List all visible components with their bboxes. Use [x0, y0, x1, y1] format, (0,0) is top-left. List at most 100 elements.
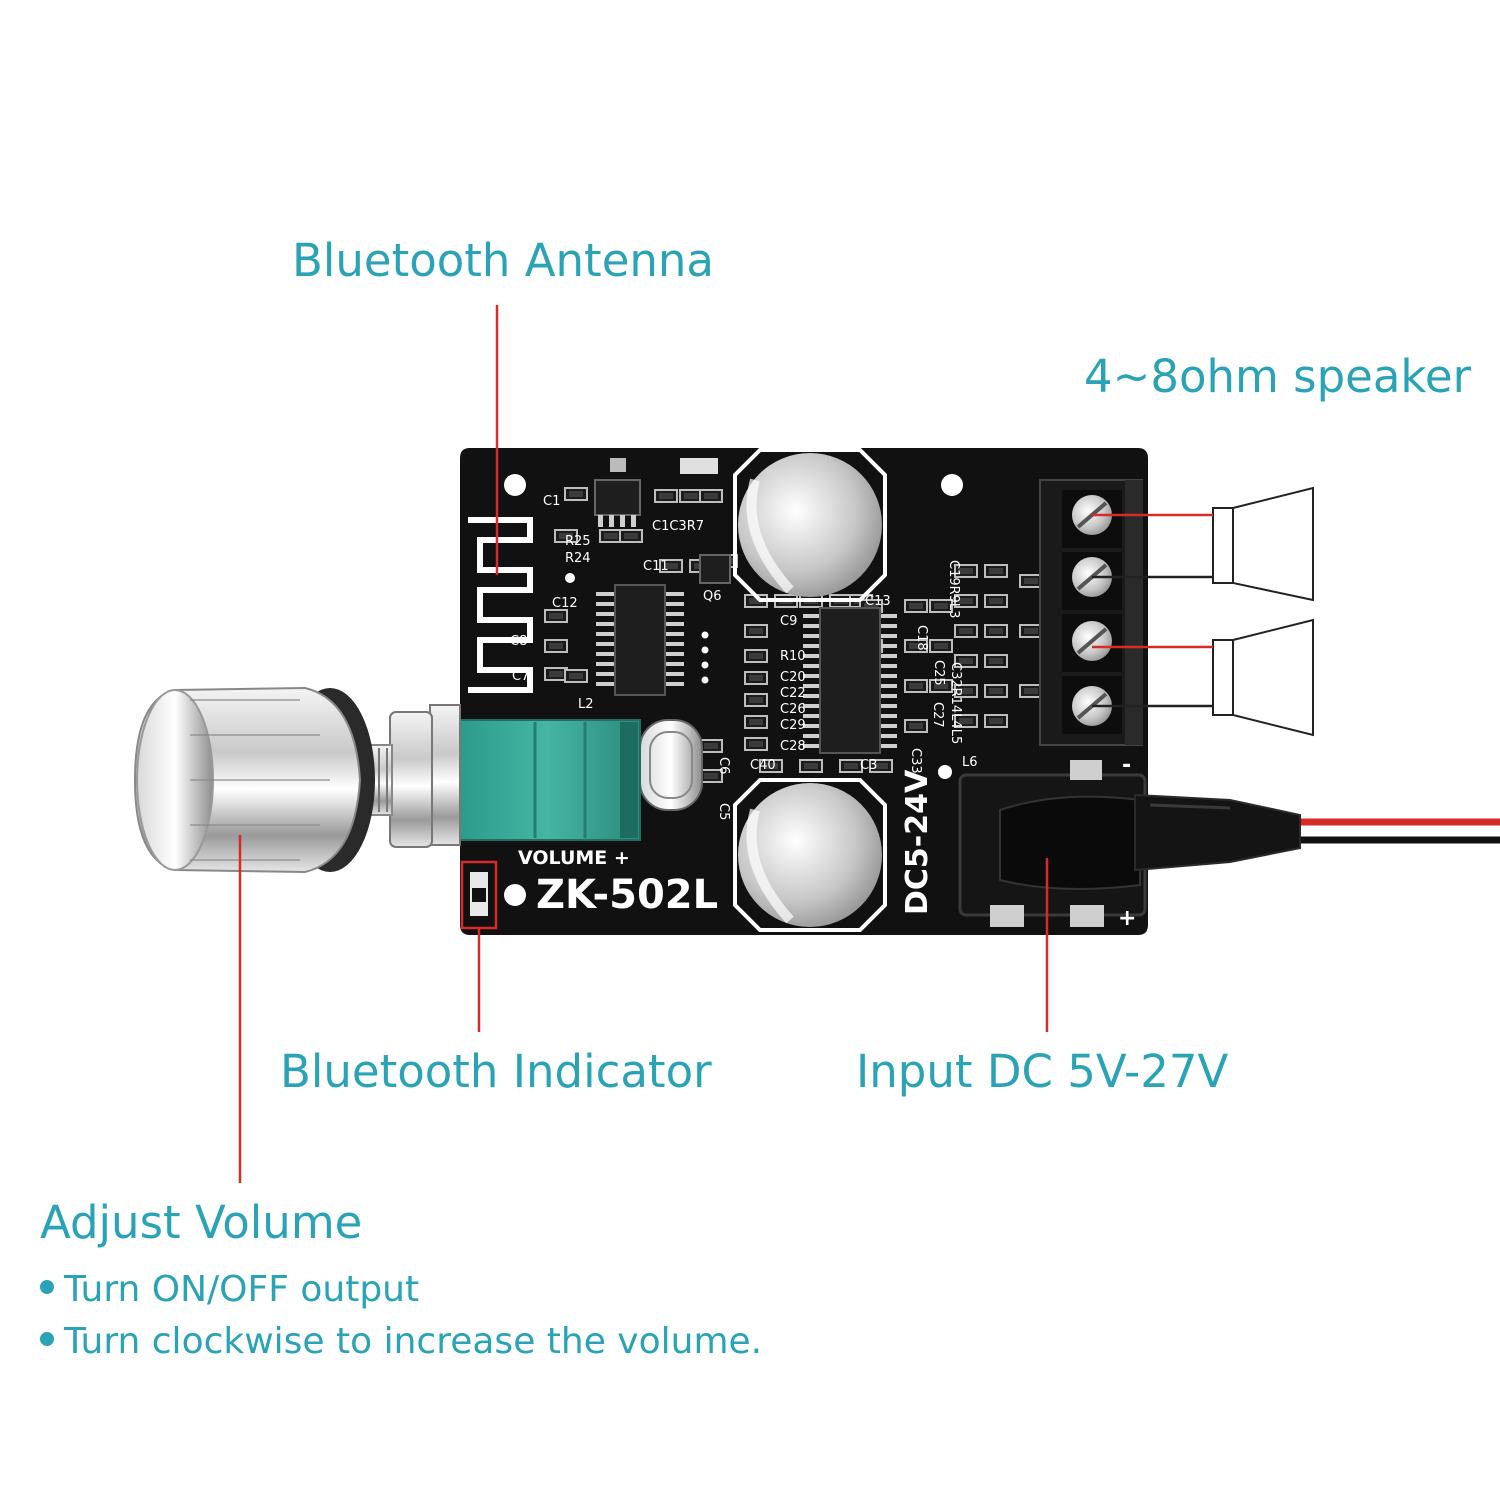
test-point: [701, 661, 709, 669]
component-label: C22: [780, 686, 806, 701]
smd-part: [929, 679, 953, 693]
pointer-lines: [238, 305, 1049, 1183]
smd-part: [1019, 684, 1043, 698]
component-label: R25: [565, 534, 591, 549]
smd-part: [984, 564, 1008, 578]
smd-part: [1019, 574, 1043, 588]
component-label: C28: [780, 739, 806, 754]
bullet-dot-icon: [40, 1332, 54, 1346]
volume-instructions: Turn ON/OFF output Turn clockwise to inc…: [40, 1264, 762, 1368]
component-label: C6: [716, 757, 731, 774]
terminal-screw-icon: [1062, 614, 1122, 672]
component-labels: C1C1C3R7R25R24C11Q6C12C8C7L2C6C5C13C9C18…: [510, 494, 978, 820]
mounting-hole: [565, 573, 575, 583]
component-label: C40: [750, 758, 776, 773]
bluetooth-indicator-label: Bluetooth Indicator: [280, 1045, 712, 1098]
volume-potentiometer: [349, 704, 641, 848]
smd-part: [954, 594, 978, 608]
smd-part: [954, 624, 978, 638]
test-point: [701, 646, 709, 654]
component-label: C20: [780, 670, 806, 685]
smd-part: [984, 624, 1008, 638]
smd-part: [654, 489, 678, 503]
component-label: C7: [512, 669, 529, 684]
component-label: C3: [860, 758, 877, 773]
smd-part: [1019, 624, 1043, 638]
volume-knob: [133, 686, 375, 874]
smd-part: [904, 639, 928, 653]
component-label: C11: [643, 559, 669, 574]
bullet-item: Turn ON/OFF output: [40, 1264, 762, 1316]
component-label: C29: [780, 718, 806, 733]
adjust-volume-label: Adjust Volume: [40, 1196, 363, 1249]
speaker-terminal-block: [1039, 479, 1143, 746]
speaker-label: 4~8ohm speaker: [1084, 350, 1472, 403]
smd-part: [544, 639, 568, 653]
component-label: C12: [552, 596, 578, 611]
smd-part: [904, 719, 928, 733]
component-label: C13: [865, 594, 891, 609]
smd-part: [954, 654, 978, 668]
dc-power-jack: [958, 760, 1147, 927]
input-dc-label: Input DC 5V-27V: [856, 1045, 1229, 1098]
smd-part: [744, 649, 768, 663]
smd-part: [799, 759, 823, 773]
smd-part: [954, 684, 978, 698]
smd-part: [554, 529, 578, 543]
crystal-oscillator: [639, 719, 703, 811]
smd-part: [564, 669, 588, 683]
smd-part: [659, 559, 683, 573]
smd-part: [699, 739, 723, 753]
smd-part: [954, 564, 978, 578]
capacitor-bottom: [733, 778, 887, 932]
smd-part: [564, 487, 588, 501]
smd-part: [759, 759, 783, 773]
component-label: C18: [914, 625, 929, 651]
smd-part: [599, 529, 623, 543]
dc-silkscreen: DC5-24V: [900, 769, 935, 915]
volume-silkscreen: VOLUME +: [518, 847, 630, 869]
smd-part: [984, 684, 1008, 698]
smd-part: [699, 489, 723, 503]
smd-part: [984, 654, 1008, 668]
smd-part: [744, 715, 768, 729]
bluetooth-antenna-trace: [468, 517, 533, 693]
bullet-item: Turn clockwise to increase the volume.: [40, 1316, 762, 1368]
component-label: C1C3R7: [652, 519, 704, 534]
terminal-screw-icon: [1062, 490, 1122, 548]
smd-part: [929, 639, 953, 653]
component-label: R24: [565, 551, 591, 566]
dc-power-cable: [1134, 793, 1500, 872]
plus-silkscreen: +: [1118, 906, 1136, 931]
regulator-chip: [594, 479, 641, 516]
component-label: Q6: [703, 589, 722, 604]
bluetooth-chip: [596, 584, 684, 696]
smd-part: [984, 594, 1008, 608]
component-label: R10: [780, 649, 806, 664]
model-silkscreen: ZK-502L: [536, 872, 718, 918]
smd-part: [904, 599, 928, 613]
minus-silkscreen: -: [1122, 753, 1131, 778]
component-label: C27: [930, 702, 945, 728]
test-point: [701, 676, 709, 684]
terminal-screw-icon: [1062, 552, 1122, 610]
smd-part: [544, 667, 568, 681]
component-label: C5: [716, 803, 731, 820]
smd-part: [984, 714, 1008, 728]
speaker-wires: [1092, 513, 1213, 708]
test-point: [701, 631, 709, 639]
component-label: C19R9L3: [946, 560, 961, 618]
component-label: C9: [780, 614, 797, 629]
led-chip: [610, 458, 626, 472]
amplifier-chip: [803, 607, 897, 754]
smd-part: [904, 679, 928, 693]
mounting-hole: [938, 765, 952, 779]
resistor-chip: [680, 458, 718, 474]
speaker-icon: [1212, 486, 1314, 602]
component-label: C1: [543, 494, 560, 509]
smd-part: [869, 759, 893, 773]
smd-part: [839, 759, 863, 773]
smd-part: [679, 489, 703, 503]
smd-part: [929, 599, 953, 613]
